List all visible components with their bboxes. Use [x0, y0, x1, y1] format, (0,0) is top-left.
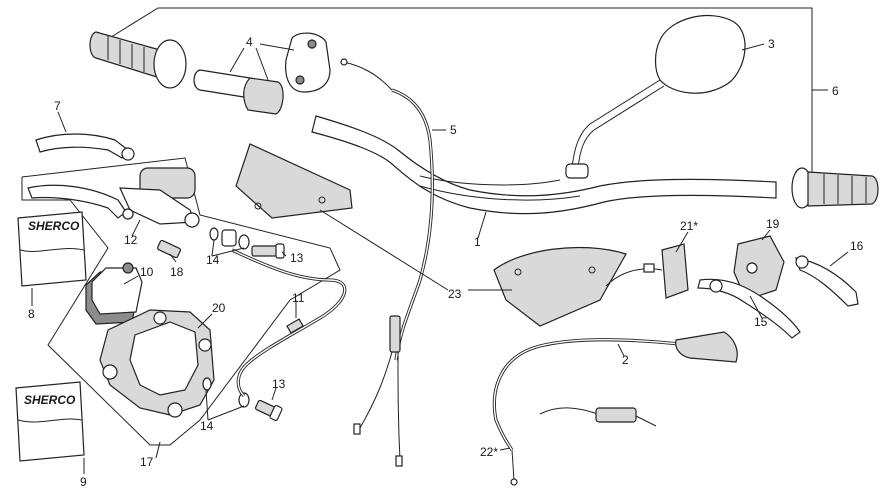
leader-17: [155, 441, 161, 459]
part-6-right-grip: [791, 167, 879, 209]
part-13-banjo-bolt-bottom: [254, 399, 283, 421]
bag-brand-text-bottom: SHERCO: [24, 393, 76, 407]
label-22: 22*: [480, 445, 498, 459]
leader-13b: [271, 387, 277, 401]
part-14-washers-top: [209, 227, 250, 250]
leader-3: [741, 43, 765, 51]
part-23-handlebar-pad-left: [235, 143, 353, 219]
label-1: 1: [474, 235, 481, 249]
part-15-clutch-lever: [697, 278, 801, 339]
part-12-master-cylinder: [27, 167, 200, 228]
part-6-left-grip: [89, 31, 187, 89]
part-13-banjo-bolt-top: [251, 243, 285, 259]
label-21: 21*: [680, 219, 698, 233]
part-14-washers-bottom: [202, 377, 250, 408]
part-9-bag: SHERCO: [15, 381, 85, 462]
part-23-handlebar-pad-right: [493, 246, 627, 327]
part-7-lever: [35, 133, 135, 161]
label-14b: 14: [200, 419, 214, 433]
leader-20: [197, 313, 213, 329]
label-2: 2: [622, 353, 629, 367]
label-5: 5: [450, 123, 457, 137]
leader-10: [123, 275, 139, 285]
label-13a: 13: [290, 251, 304, 265]
leader-2: [617, 343, 625, 357]
label-18: 18: [170, 265, 184, 279]
part-19-clutch-perch: [733, 235, 785, 301]
leader-16: [829, 251, 849, 267]
part-10-brake-pads: [85, 262, 143, 325]
label-14a: 14: [206, 253, 220, 267]
part-5-throttle-cable: [340, 58, 434, 467]
group-outline-17: [21, 157, 341, 446]
group-outline-6: [89, 7, 813, 178]
part-4-throttle: [193, 32, 331, 115]
label-9: 9: [80, 475, 87, 489]
part-11-brake-hose: [231, 248, 347, 398]
part-20-caliper: [99, 309, 215, 418]
leader-13a: [281, 251, 287, 257]
part-8-bag: SHERCO: [17, 211, 87, 287]
leader-1: [477, 211, 487, 239]
label-17: 17: [140, 455, 154, 469]
part-21-switch: [605, 243, 689, 299]
label-23: 23: [448, 287, 462, 301]
leader-21: [675, 231, 689, 253]
label-19: 19: [766, 217, 780, 231]
label-3: 3: [768, 37, 775, 51]
label-8: 8: [28, 307, 35, 321]
label-10: 10: [140, 265, 154, 279]
label-16: 16: [850, 239, 864, 253]
part-1-handlebar: [311, 115, 777, 215]
leader-19: [761, 229, 771, 241]
label-20: 20: [212, 301, 226, 315]
leader-14b: [205, 389, 245, 421]
label-12: 12: [124, 233, 138, 247]
leader-22: [499, 447, 511, 451]
leader-15: [749, 295, 763, 319]
leader-4: [229, 43, 295, 81]
part-2-clutch-cable: [492, 331, 738, 486]
part-3-mirror: [565, 14, 746, 179]
leader-12: [131, 219, 141, 237]
label-11: 11: [292, 291, 305, 305]
label-4: 4: [246, 35, 253, 49]
part-16-hot-start-lever: [795, 255, 859, 307]
leader-14a: [211, 239, 245, 257]
leader-23: [319, 209, 512, 291]
leader-18: [169, 253, 177, 263]
label-13b: 13: [272, 377, 286, 391]
leader-7: [57, 111, 67, 133]
bag-brand-text-top: SHERCO: [28, 219, 80, 233]
label-6: 6: [832, 84, 839, 98]
label-7: 7: [54, 99, 61, 113]
part-18-bleed-screw: [156, 239, 182, 259]
label-15: 15: [754, 315, 768, 329]
